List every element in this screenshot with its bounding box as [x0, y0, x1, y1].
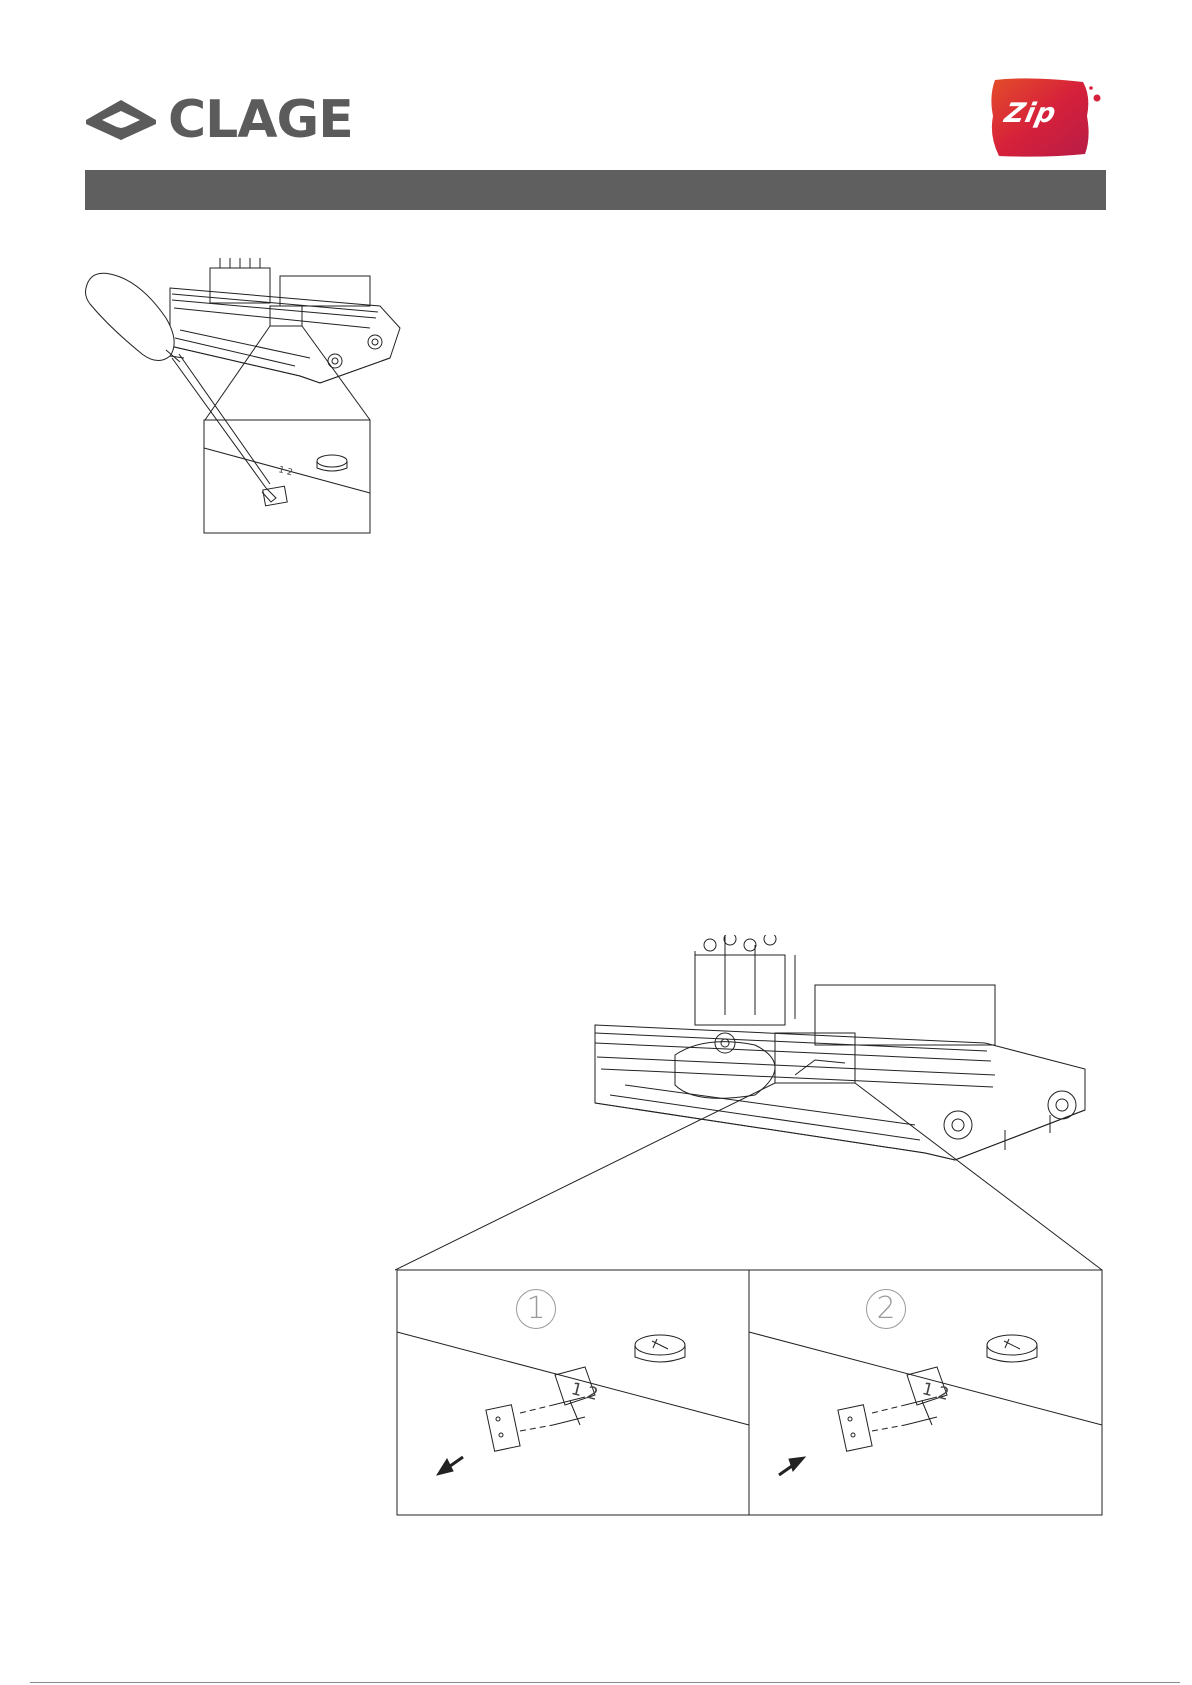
svg-text:1 2: 1 2	[277, 465, 293, 478]
figure-screwdriver-detail: 1 2	[80, 258, 420, 538]
clage-logo: CLAGE	[84, 94, 344, 146]
screwdriver-icon	[86, 273, 277, 502]
step-1-label: 1	[516, 1289, 556, 1329]
zip-wordmark: Zip	[1002, 98, 1060, 129]
figure-diode-steps	[395, 935, 1115, 1520]
header-bar	[85, 170, 1106, 210]
step-2-label: 2	[866, 1289, 906, 1329]
clage-logo-mark-icon	[84, 98, 158, 142]
clage-wordmark: CLAGE	[168, 88, 353, 152]
zip-logo: Zip	[987, 76, 1105, 158]
footer-rule	[30, 1682, 1180, 1683]
pull-out-arrow-icon	[437, 1457, 463, 1475]
push-in-arrow-icon	[779, 1457, 805, 1475]
